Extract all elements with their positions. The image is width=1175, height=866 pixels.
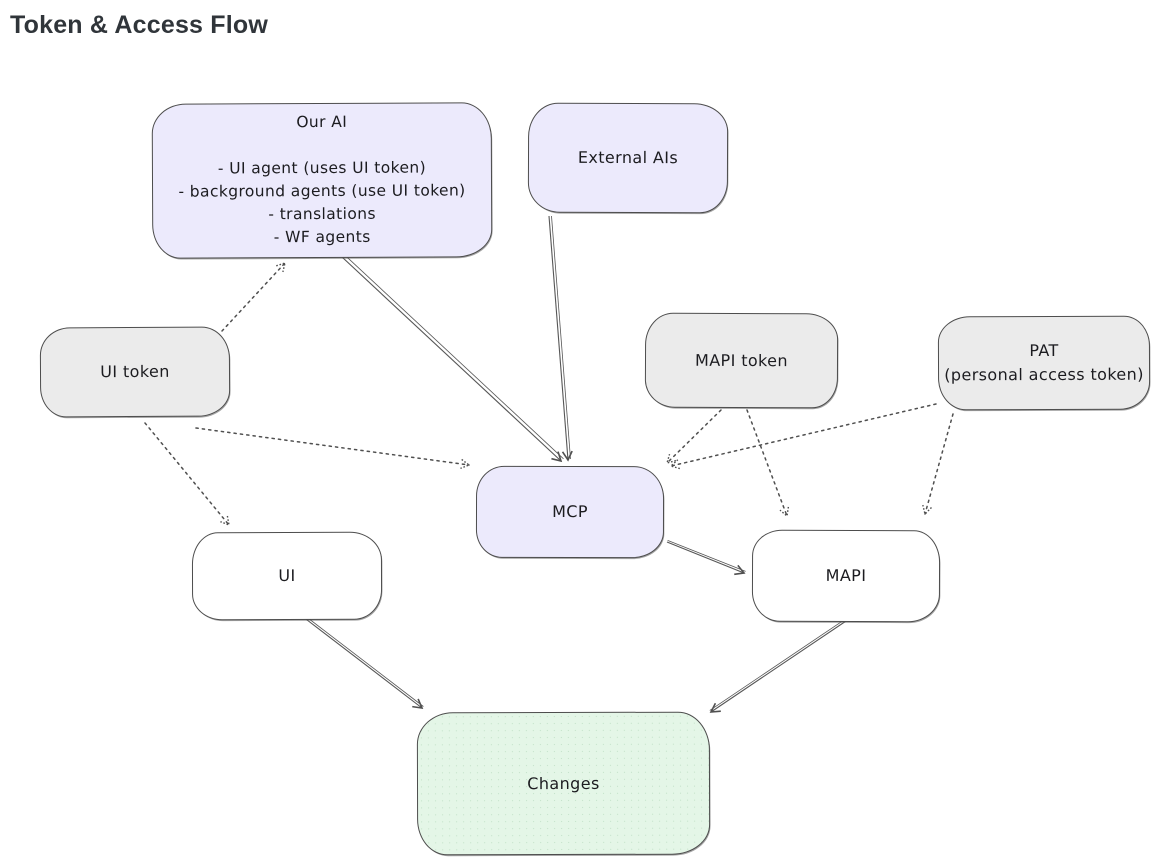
solid-edges [297, 215, 853, 713]
node-our-ai-title: Our AI [296, 113, 348, 132]
node-external-ais-label: External AIs [577, 148, 679, 168]
node-mapi[interactable]: MAPI [751, 529, 941, 623]
node-ui-token-label: UI token [100, 362, 170, 382]
edge-pat-to-mapi[interactable] [922, 413, 954, 516]
edge-pat-to-mcp[interactable] [669, 403, 937, 470]
node-our-ai-line: - WF agents [273, 228, 371, 247]
edge-mapi-token-to-mapi[interactable] [746, 409, 790, 518]
node-changes[interactable]: Changes [416, 711, 711, 856]
node-pat-label-line2: (personal access token) [944, 364, 1144, 385]
page-title: Token & Access Flow [10, 11, 269, 39]
edge-ui-to-changes[interactable] [297, 612, 424, 709]
edge-mapi-to-changes-double [709, 615, 852, 711]
edge-mapi-to-changes[interactable] [709, 616, 853, 713]
edge-our-ai-to-mcp-double [344, 254, 564, 460]
edge-ui-to-changes-double [299, 611, 424, 707]
edge-ui-token-to-our-ai[interactable] [221, 261, 286, 332]
node-external-ais[interactable]: External AIs [527, 102, 729, 214]
node-mcp[interactable]: MCP [475, 465, 665, 559]
node-mapi-token-label: MAPI token [694, 350, 789, 371]
edge-external-ais-to-mcp-double [551, 215, 571, 460]
node-ui[interactable]: UI [191, 531, 383, 621]
edge-mcp-to-mapi[interactable] [666, 541, 746, 576]
node-our-ai[interactable]: Our AI - UI agent (uses UI token) - back… [151, 102, 493, 259]
node-pat[interactable]: PAT (personal access token) [937, 315, 1151, 411]
node-our-ai-line: - translations [268, 204, 376, 224]
node-our-ai-line: - background agents (use UI token) [178, 181, 466, 201]
edge-ui-token-to-mcp[interactable] [195, 427, 471, 470]
node-mcp-label: MCP [552, 502, 588, 522]
node-mapi-label: MAPI [825, 566, 867, 586]
node-ui-label: UI [278, 566, 296, 586]
edge-external-ais-to-mcp[interactable] [548, 215, 573, 462]
dotted-edges [144, 261, 954, 527]
node-our-ai-line: - UI agent (uses UI token) [217, 158, 427, 178]
edge-mapi-token-to-mcp[interactable] [665, 409, 722, 465]
edge-mcp-to-mapi-double [667, 540, 746, 572]
node-ui-token[interactable]: UI token [39, 326, 231, 418]
node-pat-label-line1: PAT [1029, 340, 1059, 361]
node-mapi-token[interactable]: MAPI token [644, 312, 839, 409]
edge-ui-token-to-ui[interactable] [144, 422, 230, 527]
node-changes-label: Changes [527, 773, 600, 794]
edge-our-ai-to-mcp[interactable] [341, 256, 563, 463]
